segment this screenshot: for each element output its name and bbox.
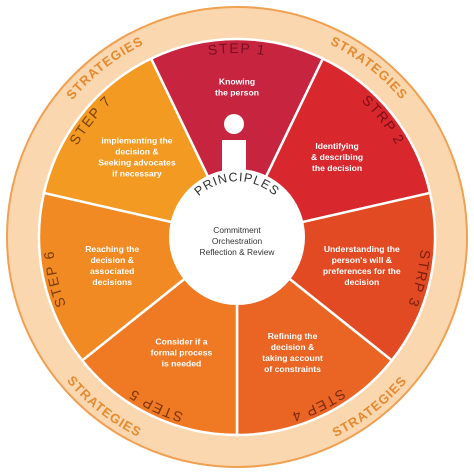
step-segment-1 — [149, 37, 325, 240]
hub-line-3: Reflection & Review — [200, 247, 276, 257]
hub-circle — [169, 169, 305, 305]
step-title-1: STEP 1 — [207, 40, 267, 58]
hub-line-2: Orchestration — [212, 236, 263, 246]
principles-hub: PRINCIPLES Commitment Orchestration Refl… — [169, 169, 305, 305]
hub-line-1: Commitment — [213, 225, 261, 235]
